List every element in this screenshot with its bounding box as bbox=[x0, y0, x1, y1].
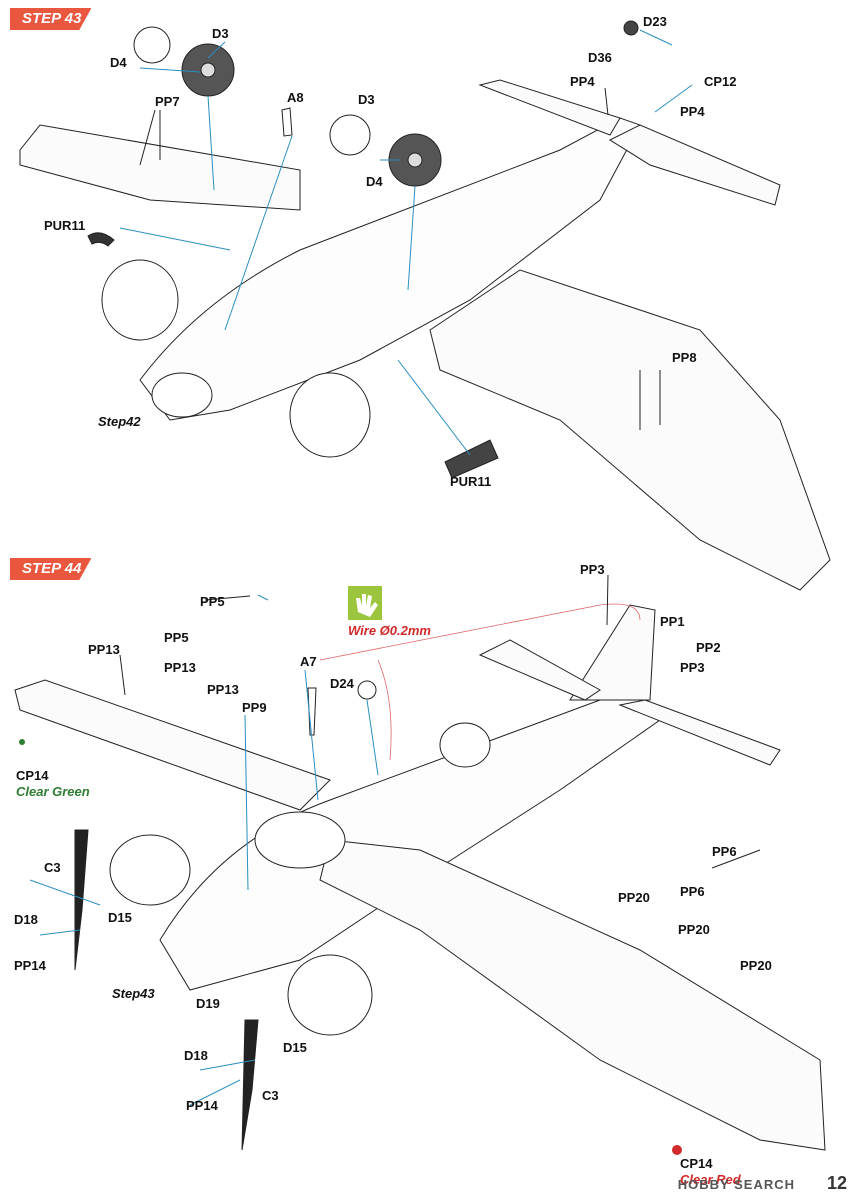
callout-pp14-left: PP14 bbox=[14, 958, 46, 973]
callout-pp13-c: PP13 bbox=[207, 682, 239, 697]
step43-number: 43 bbox=[64, 10, 82, 27]
callout-c3-left: C3 bbox=[44, 860, 61, 875]
ref-step43: Step43 bbox=[112, 986, 155, 1001]
note-clear-red: Clear Red bbox=[680, 1172, 741, 1187]
watermark: HOBBY SEARCH bbox=[677, 1177, 795, 1192]
callout-pp5-b: PP5 bbox=[164, 630, 189, 645]
callout-pp7: PP7 bbox=[155, 94, 180, 109]
callout-pp13-b: PP13 bbox=[164, 660, 196, 675]
callout-pp6-b: PP6 bbox=[680, 884, 705, 899]
callout-a8: A8 bbox=[287, 90, 304, 105]
callout-pp6-a: PP6 bbox=[712, 844, 737, 859]
page-number: 12 bbox=[826, 1173, 847, 1193]
callout-pp13-a: PP13 bbox=[88, 642, 120, 657]
callout-d4-top: D4 bbox=[110, 55, 127, 70]
callout-pp3-top: PP3 bbox=[580, 562, 605, 577]
callout-cp14-right: CP14 bbox=[680, 1156, 713, 1171]
callout-pur11-bottom: PUR11 bbox=[450, 474, 492, 489]
callout-pur11-left: PUR11 bbox=[44, 218, 86, 233]
callout-pp1: PP1 bbox=[660, 614, 685, 629]
callout-pp9: PP9 bbox=[242, 700, 267, 715]
callout-pp5-a: PP5 bbox=[200, 594, 225, 609]
callout-pp14-right: PP14 bbox=[186, 1098, 218, 1113]
callout-d15-right: D15 bbox=[283, 1040, 307, 1055]
callout-d18-right: D18 bbox=[184, 1048, 208, 1063]
step44-word: STEP bbox=[22, 560, 61, 577]
step43-banner: STEP 43 bbox=[10, 8, 92, 30]
callout-d18-left: D18 bbox=[14, 912, 38, 927]
callout-pp20-c: PP20 bbox=[740, 958, 772, 973]
callout-d24: D24 bbox=[330, 676, 354, 691]
callout-cp14-left: CP14 bbox=[16, 768, 49, 783]
step43-aircraft bbox=[19, 20, 831, 591]
callout-c3-right: C3 bbox=[262, 1088, 279, 1103]
callout-d3-top: D3 bbox=[212, 26, 229, 41]
callout-pp3-b: PP3 bbox=[680, 660, 705, 675]
callout-pp8: PP8 bbox=[672, 350, 697, 365]
callout-d23: D23 bbox=[643, 14, 667, 29]
callout-d3-mid: D3 bbox=[358, 92, 375, 107]
callout-d36: D36 bbox=[588, 50, 612, 65]
callout-cp12: CP12 bbox=[704, 74, 737, 89]
callout-d4-mid: D4 bbox=[366, 174, 383, 189]
callout-a7: A7 bbox=[300, 654, 317, 669]
callout-pp4-a: PP4 bbox=[570, 74, 595, 89]
step43-word: STEP bbox=[22, 10, 61, 27]
callout-d15-left: D15 bbox=[108, 910, 132, 925]
callout-d19: D19 bbox=[196, 996, 220, 1011]
note-clear-green: Clear Green bbox=[16, 784, 90, 799]
ref-step42: Step42 bbox=[98, 414, 141, 429]
note-wire: Wire Ø0.2mm bbox=[348, 623, 431, 638]
callout-pp4-b: PP4 bbox=[680, 104, 705, 119]
step44-aircraft bbox=[14, 574, 826, 1155]
callout-pp20-b: PP20 bbox=[678, 922, 710, 937]
step44-number: 44 bbox=[64, 560, 82, 577]
callout-pp2: PP2 bbox=[696, 640, 721, 655]
callout-pp20-a: PP20 bbox=[618, 890, 650, 905]
step44-banner: STEP 44 bbox=[10, 558, 92, 580]
